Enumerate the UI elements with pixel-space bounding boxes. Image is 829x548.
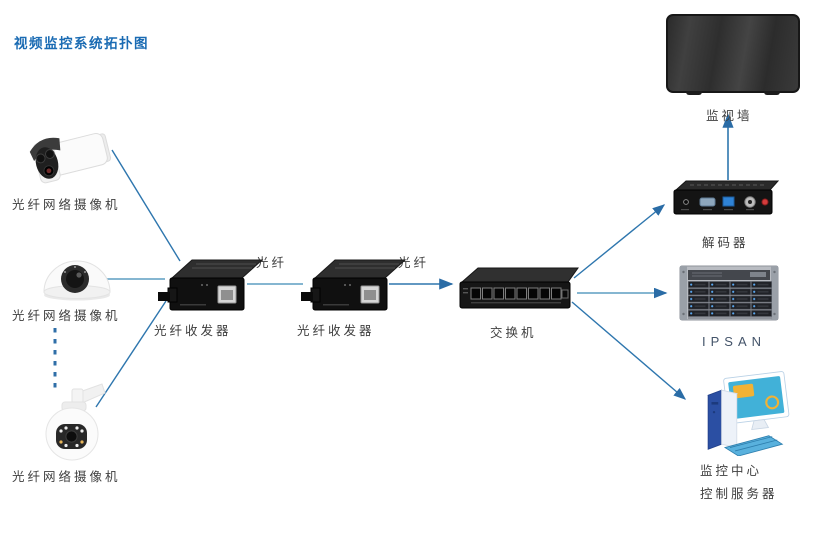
node-label: 解码器 (702, 236, 749, 250)
ipsan-storage-icon (679, 265, 779, 321)
node-camera-mid: 光纤网络摄像机 (12, 248, 122, 324)
page-title: 视频监控系统拓扑图 (14, 36, 149, 51)
fiber-transceiver-icon (158, 259, 264, 311)
node-label: 监视墙 (706, 109, 753, 123)
workstation-icon (706, 371, 790, 456)
bullet-camera-icon (29, 132, 112, 184)
monitor-wall-icon (666, 14, 800, 95)
node-transceiver-right: 光纤收发器 (293, 252, 419, 339)
node-label: 光纤网络摄像机 (12, 198, 121, 212)
network-switch-icon (459, 267, 579, 309)
node-switch: 交换机 (450, 262, 582, 341)
node-camera-bottom: 光纤网络摄像机 (12, 380, 121, 485)
link-switch-to-decoder (573, 204, 666, 279)
node-label-line1: 监控中心 (700, 464, 763, 478)
node-monitor-wall: 监视墙 (666, 14, 800, 124)
link-camera-bottom-to-transceiver (95, 300, 167, 408)
node-transceiver-left: 光纤收发器 (150, 252, 276, 339)
fiber-transceiver-icon (301, 259, 407, 311)
decoder-icon (673, 180, 780, 215)
node-label: IPSAN (702, 334, 767, 349)
node-label: 光纤收发器 (297, 324, 375, 338)
link-switch-to-server (571, 301, 687, 400)
node-ipsan: IPSAN (678, 262, 780, 349)
node-label: 光纤网络摄像机 (12, 470, 121, 484)
node-label: 光纤网络摄像机 (12, 309, 121, 323)
node-label-line2: 控制服务器 (700, 487, 778, 501)
node-camera-top: 光纤网络摄像机 (12, 124, 121, 213)
node-control-server: 监控中心 控制服务器 (682, 370, 800, 502)
link-camera-top-to-transceiver (111, 149, 181, 262)
node-label: 光纤收发器 (154, 324, 232, 338)
ptz-camera-icon (45, 383, 106, 461)
node-decoder: 解码器 (666, 178, 784, 251)
dome-camera-icon (43, 260, 111, 301)
node-label: 交换机 (490, 326, 537, 340)
